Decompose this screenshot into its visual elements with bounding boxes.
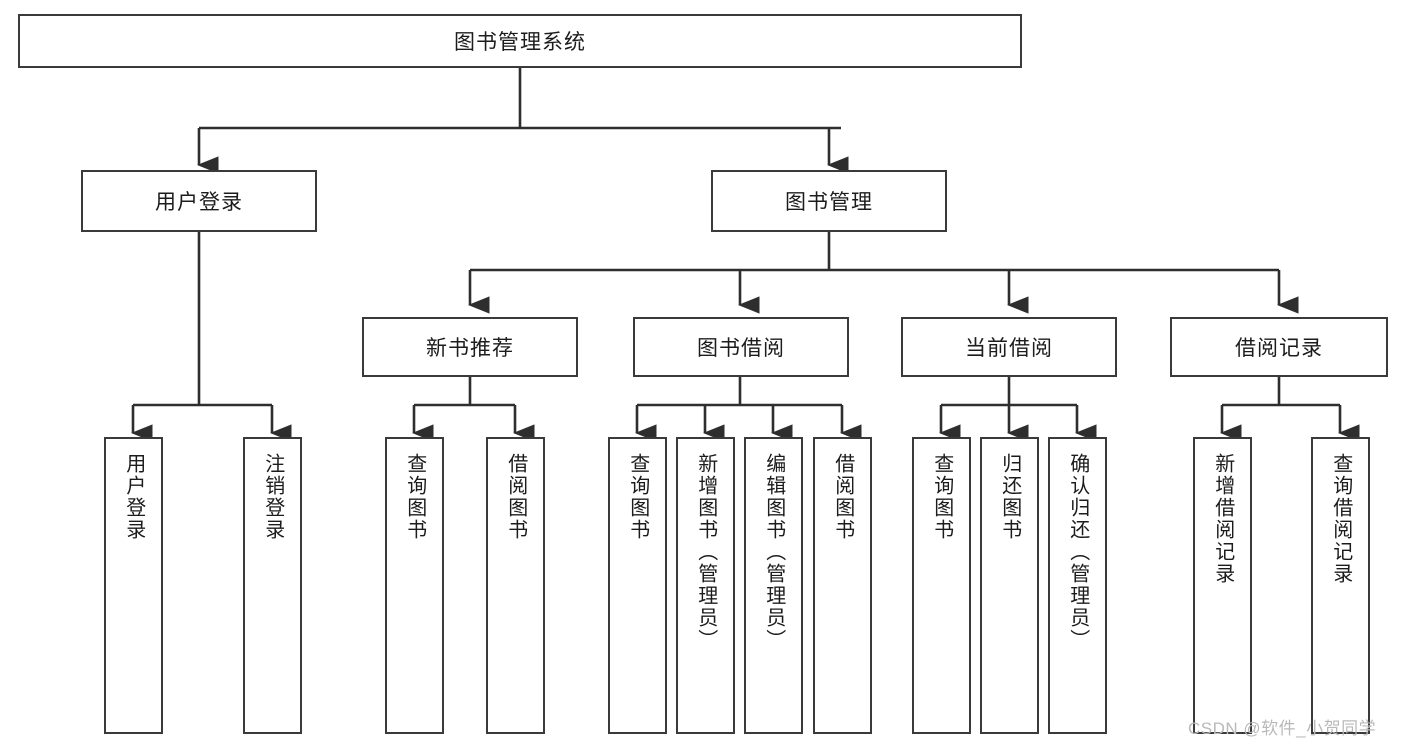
- watermark-text: CSDN @软件_小贺同学: [1188, 719, 1377, 738]
- node-label: 借阅图书: [504, 453, 527, 541]
- leaf-new-book-query[interactable]: 查询图书: [385, 437, 444, 734]
- leaf-book-borrow-edit[interactable]: 编辑图书（管理员）: [744, 437, 803, 734]
- node-borrow-record[interactable]: 借阅记录: [1170, 317, 1388, 377]
- leaf-user-login-login[interactable]: 用户登录: [104, 437, 163, 734]
- node-label: 新增图书（管理员）: [694, 453, 717, 651]
- node-label: 借阅图书: [831, 453, 854, 541]
- node-label: 当前借阅: [965, 337, 1053, 360]
- leaf-borrow-record-add[interactable]: 新增借阅记录: [1193, 437, 1252, 734]
- node-user-login[interactable]: 用户登录: [81, 170, 317, 232]
- node-label: 查询借阅记录: [1329, 453, 1352, 585]
- leaf-book-borrow-query[interactable]: 查询图书: [608, 437, 667, 734]
- node-book-borrow[interactable]: 图书借阅: [633, 317, 849, 377]
- node-book-management[interactable]: 图书管理: [711, 170, 947, 232]
- node-label: 查询图书: [403, 453, 426, 541]
- node-label: 注销登录: [261, 453, 284, 541]
- node-label: 图书管理: [785, 191, 873, 214]
- node-label: 用户登录: [155, 191, 243, 214]
- node-label: 编辑图书（管理员）: [762, 453, 785, 651]
- leaf-borrow-record-query[interactable]: 查询借阅记录: [1311, 437, 1370, 734]
- node-label: 图书借阅: [697, 337, 785, 360]
- node-label: 新书推荐: [426, 337, 514, 360]
- node-label: 用户登录: [122, 453, 145, 541]
- node-label: 查询图书: [930, 453, 953, 541]
- leaf-book-borrow-borrow[interactable]: 借阅图书: [813, 437, 872, 734]
- leaf-current-borrow-confirm-return[interactable]: 确认归还（管理员）: [1048, 437, 1107, 734]
- node-label: 确认归还（管理员）: [1066, 453, 1089, 651]
- leaf-book-borrow-add[interactable]: 新增图书（管理员）: [676, 437, 735, 734]
- node-label: 新增借阅记录: [1211, 453, 1234, 585]
- leaf-user-login-logout[interactable]: 注销登录: [243, 437, 302, 734]
- node-current-borrow[interactable]: 当前借阅: [901, 317, 1117, 377]
- leaf-new-book-borrow[interactable]: 借阅图书: [486, 437, 545, 734]
- node-new-book-recommend[interactable]: 新书推荐: [362, 317, 578, 377]
- node-label: 归还图书: [998, 453, 1021, 541]
- node-label: 图书管理系统: [454, 31, 586, 54]
- node-root-book-management-system[interactable]: 图书管理系统: [18, 14, 1022, 68]
- leaf-current-borrow-query[interactable]: 查询图书: [912, 437, 971, 734]
- node-label: 借阅记录: [1235, 337, 1323, 360]
- leaf-current-borrow-return[interactable]: 归还图书: [980, 437, 1039, 734]
- node-label: 查询图书: [626, 453, 649, 541]
